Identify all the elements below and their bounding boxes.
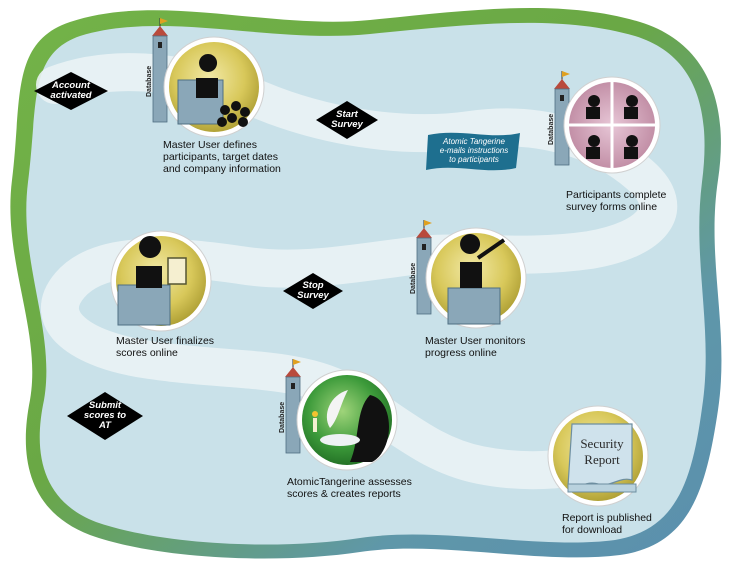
svg-text:Database: Database (410, 263, 417, 294)
tower-icon: Database (146, 18, 168, 123)
caption-complete: Participants complete survey forms onlin… (566, 189, 667, 213)
step-diamond-stop: Stop Survey (283, 273, 343, 309)
assess-illustration (296, 369, 398, 471)
diamond-label: Account activated (50, 80, 92, 101)
caption-monitor: Master User monitors progress online (425, 335, 526, 359)
step-diamond-submit: Submit scores to AT (67, 392, 143, 440)
define-illustration (163, 36, 265, 138)
tower-icon: Database (410, 220, 432, 315)
svg-text:Database: Database (548, 114, 555, 145)
participants-illustration (563, 76, 661, 174)
diamond-label: Submit scores to AT (83, 400, 127, 431)
caption-assess: AtomicTangerine assesses scores & create… (287, 476, 412, 500)
email-banner (426, 132, 520, 171)
step-diamond-account: Account activated (34, 72, 108, 110)
frame-field (26, 22, 706, 545)
monitor-illustration (425, 227, 527, 329)
scroll-title-line2: Report (584, 452, 620, 467)
diamond-label: Start Survey (331, 109, 363, 130)
caption-define: Master User defines participants, target… (163, 139, 281, 175)
svg-text:Database: Database (279, 402, 286, 433)
svg-text:Database: Database (146, 66, 153, 97)
report-scroll-illustration (547, 405, 649, 507)
email-banner-text: Atomic Tangerine e-mails instructions to… (439, 137, 509, 164)
finalize-illustration (110, 230, 212, 332)
diamond-label: Stop Survey (297, 280, 329, 301)
caption-publish: Report is published for download (562, 512, 652, 536)
step-diamond-start: Start Survey (316, 101, 378, 139)
caption-finalize: Master User finalizes scores online (116, 335, 215, 359)
scroll-title-line1: Security (580, 436, 624, 451)
tower-icon: Database (548, 71, 570, 166)
